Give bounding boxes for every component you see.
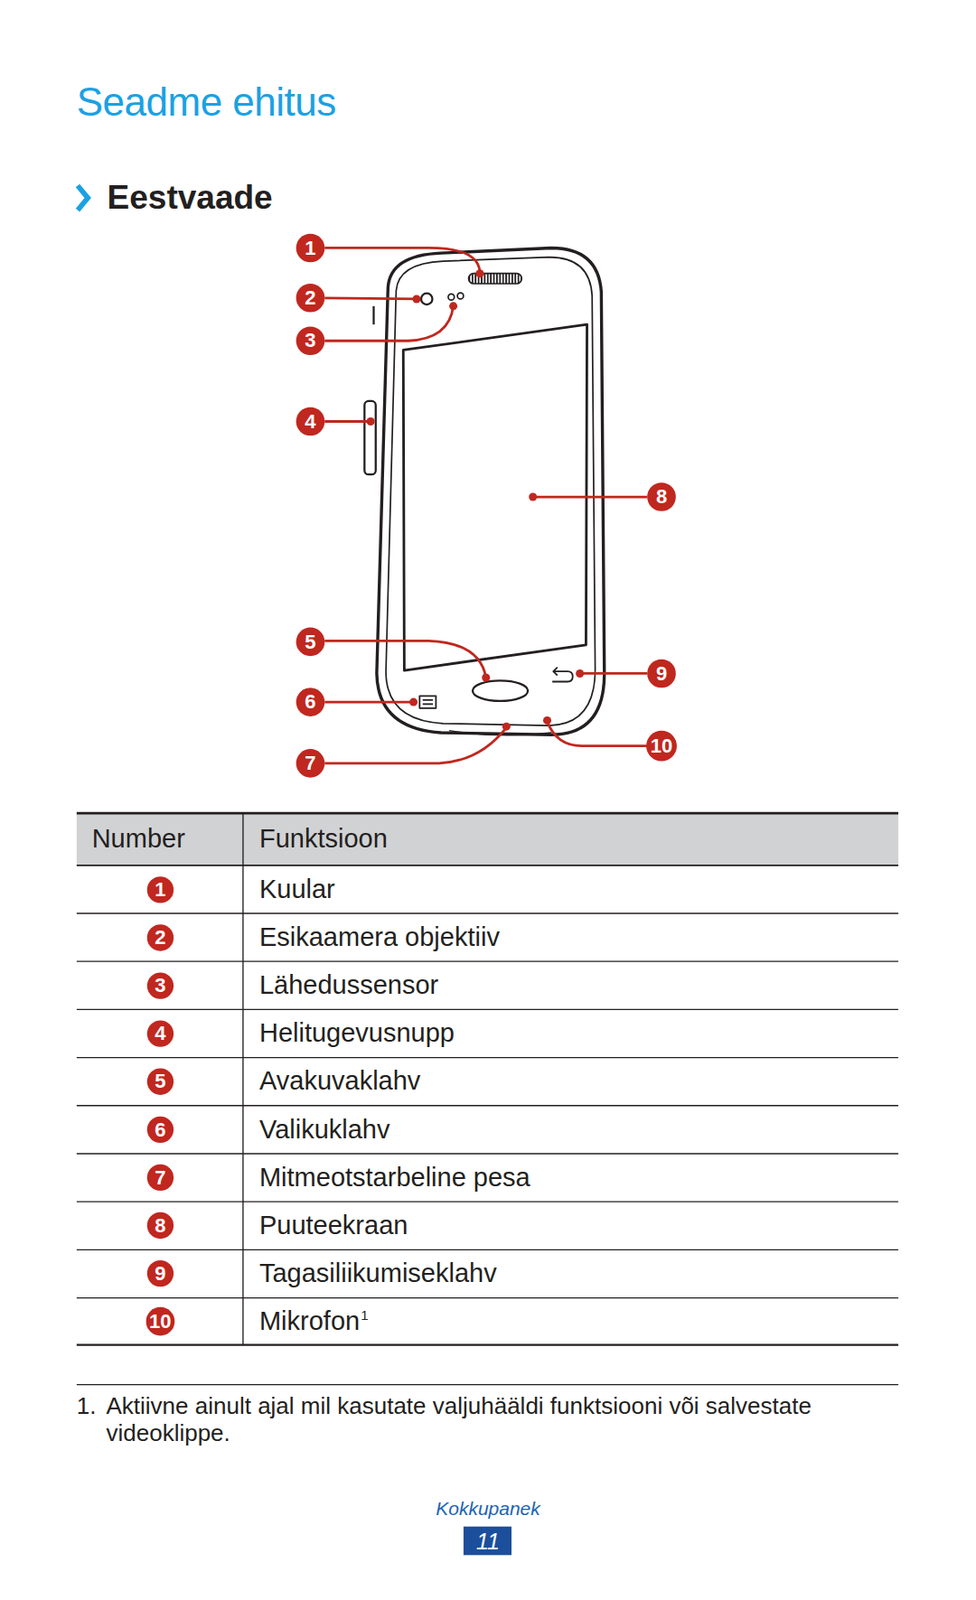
volume-key (364, 401, 376, 475)
front-camera (421, 293, 432, 305)
chevron-symbol (77, 186, 88, 211)
footnote-number: 1. (76, 1392, 97, 1420)
phone-body (376, 247, 605, 735)
table-cell: Mikrofon (259, 1306, 360, 1337)
table-callout-number: 10 (149, 1310, 171, 1333)
table-cell: Tagasiliikumiseklahv (259, 1258, 498, 1289)
sensor (457, 292, 464, 300)
page-number-box (463, 1527, 512, 1557)
leader-lines (324, 247, 648, 763)
leader-line (547, 722, 648, 747)
table-row-rule (76, 961, 899, 963)
page-title: Seadme ehitus (76, 79, 337, 126)
page-number: 11 (476, 1528, 500, 1555)
footnote-rule (76, 1384, 899, 1386)
side-key (372, 306, 375, 325)
function-table (76, 813, 899, 1345)
callout-number: 1 (304, 236, 316, 260)
phone-drawing (364, 247, 604, 735)
leader-line (324, 298, 417, 300)
callout-number: 5 (304, 630, 316, 654)
leader-line (324, 247, 480, 272)
leader-dots (366, 269, 585, 732)
table-row-rule (76, 1057, 899, 1059)
callout-number: 4 (304, 410, 316, 433)
table-callout-number: 8 (154, 1214, 166, 1238)
leader-line (324, 420, 370, 423)
table-callout-number: 7 (154, 1166, 166, 1190)
table-callout-number: 1 (154, 878, 166, 901)
section-name: Kokkupanek (435, 1498, 541, 1521)
menu-key-icon (419, 695, 436, 709)
phone-bezel (385, 257, 596, 726)
table-row-rule (76, 1297, 899, 1299)
table-row-rule (76, 1153, 899, 1155)
sensor (448, 293, 455, 301)
callout-number: 7 (304, 751, 316, 775)
back-key-icon (552, 667, 573, 683)
table-cell: Helitugevusnupp (259, 1019, 455, 1050)
table-cell: Avakuvaklahv (259, 1067, 421, 1098)
table-number-discs (146, 876, 176, 1336)
callout-number: 9 (656, 662, 667, 686)
home-key (472, 680, 528, 702)
leader-line (324, 306, 453, 341)
footnote-mark: 1 (360, 1307, 368, 1324)
table-callout-number: 3 (154, 975, 166, 998)
leader-line (534, 496, 648, 499)
table-row-rule (76, 1201, 899, 1202)
table-callout-number: 2 (154, 927, 166, 950)
callout-number: 3 (304, 329, 316, 353)
table-cell: Valikuklahv (259, 1115, 391, 1145)
table-header-band (76, 813, 899, 866)
footnote-text: Aktiivne ainult ajal mil kasutate valjuh… (105, 1392, 821, 1447)
table-callout-number: 4 (154, 1022, 166, 1046)
leader-line (324, 640, 486, 678)
table-cell: Kuular (259, 874, 336, 905)
callout-number: 2 (304, 286, 316, 310)
table-header: Number (92, 824, 186, 854)
leader-line (324, 727, 507, 764)
section-heading: Eestvaade (107, 178, 273, 218)
callout-number: 10 (650, 734, 673, 758)
callout-number: 8 (656, 486, 667, 509)
table-callout-number: 5 (154, 1070, 166, 1094)
table-row-rule (76, 1009, 899, 1011)
leader-line (324, 701, 413, 704)
callout-discs (296, 234, 677, 779)
table-cell: Mitmeotstarbeline pesa (259, 1163, 531, 1193)
table-row-rule (76, 912, 899, 914)
table-header: Funktsioon (259, 824, 388, 854)
table-row-rule (76, 1105, 899, 1107)
table-cell: Puuteekraan (259, 1210, 408, 1241)
table-cell: Lähedussensor (259, 971, 439, 1002)
table-row-rule (76, 1249, 899, 1251)
table-callout-number: 6 (154, 1118, 166, 1142)
table-cell: Esikaamera objektiiv (259, 923, 500, 954)
table-callout-number: 9 (154, 1262, 166, 1286)
callout-number: 6 (304, 691, 316, 714)
leader-line (580, 672, 648, 676)
